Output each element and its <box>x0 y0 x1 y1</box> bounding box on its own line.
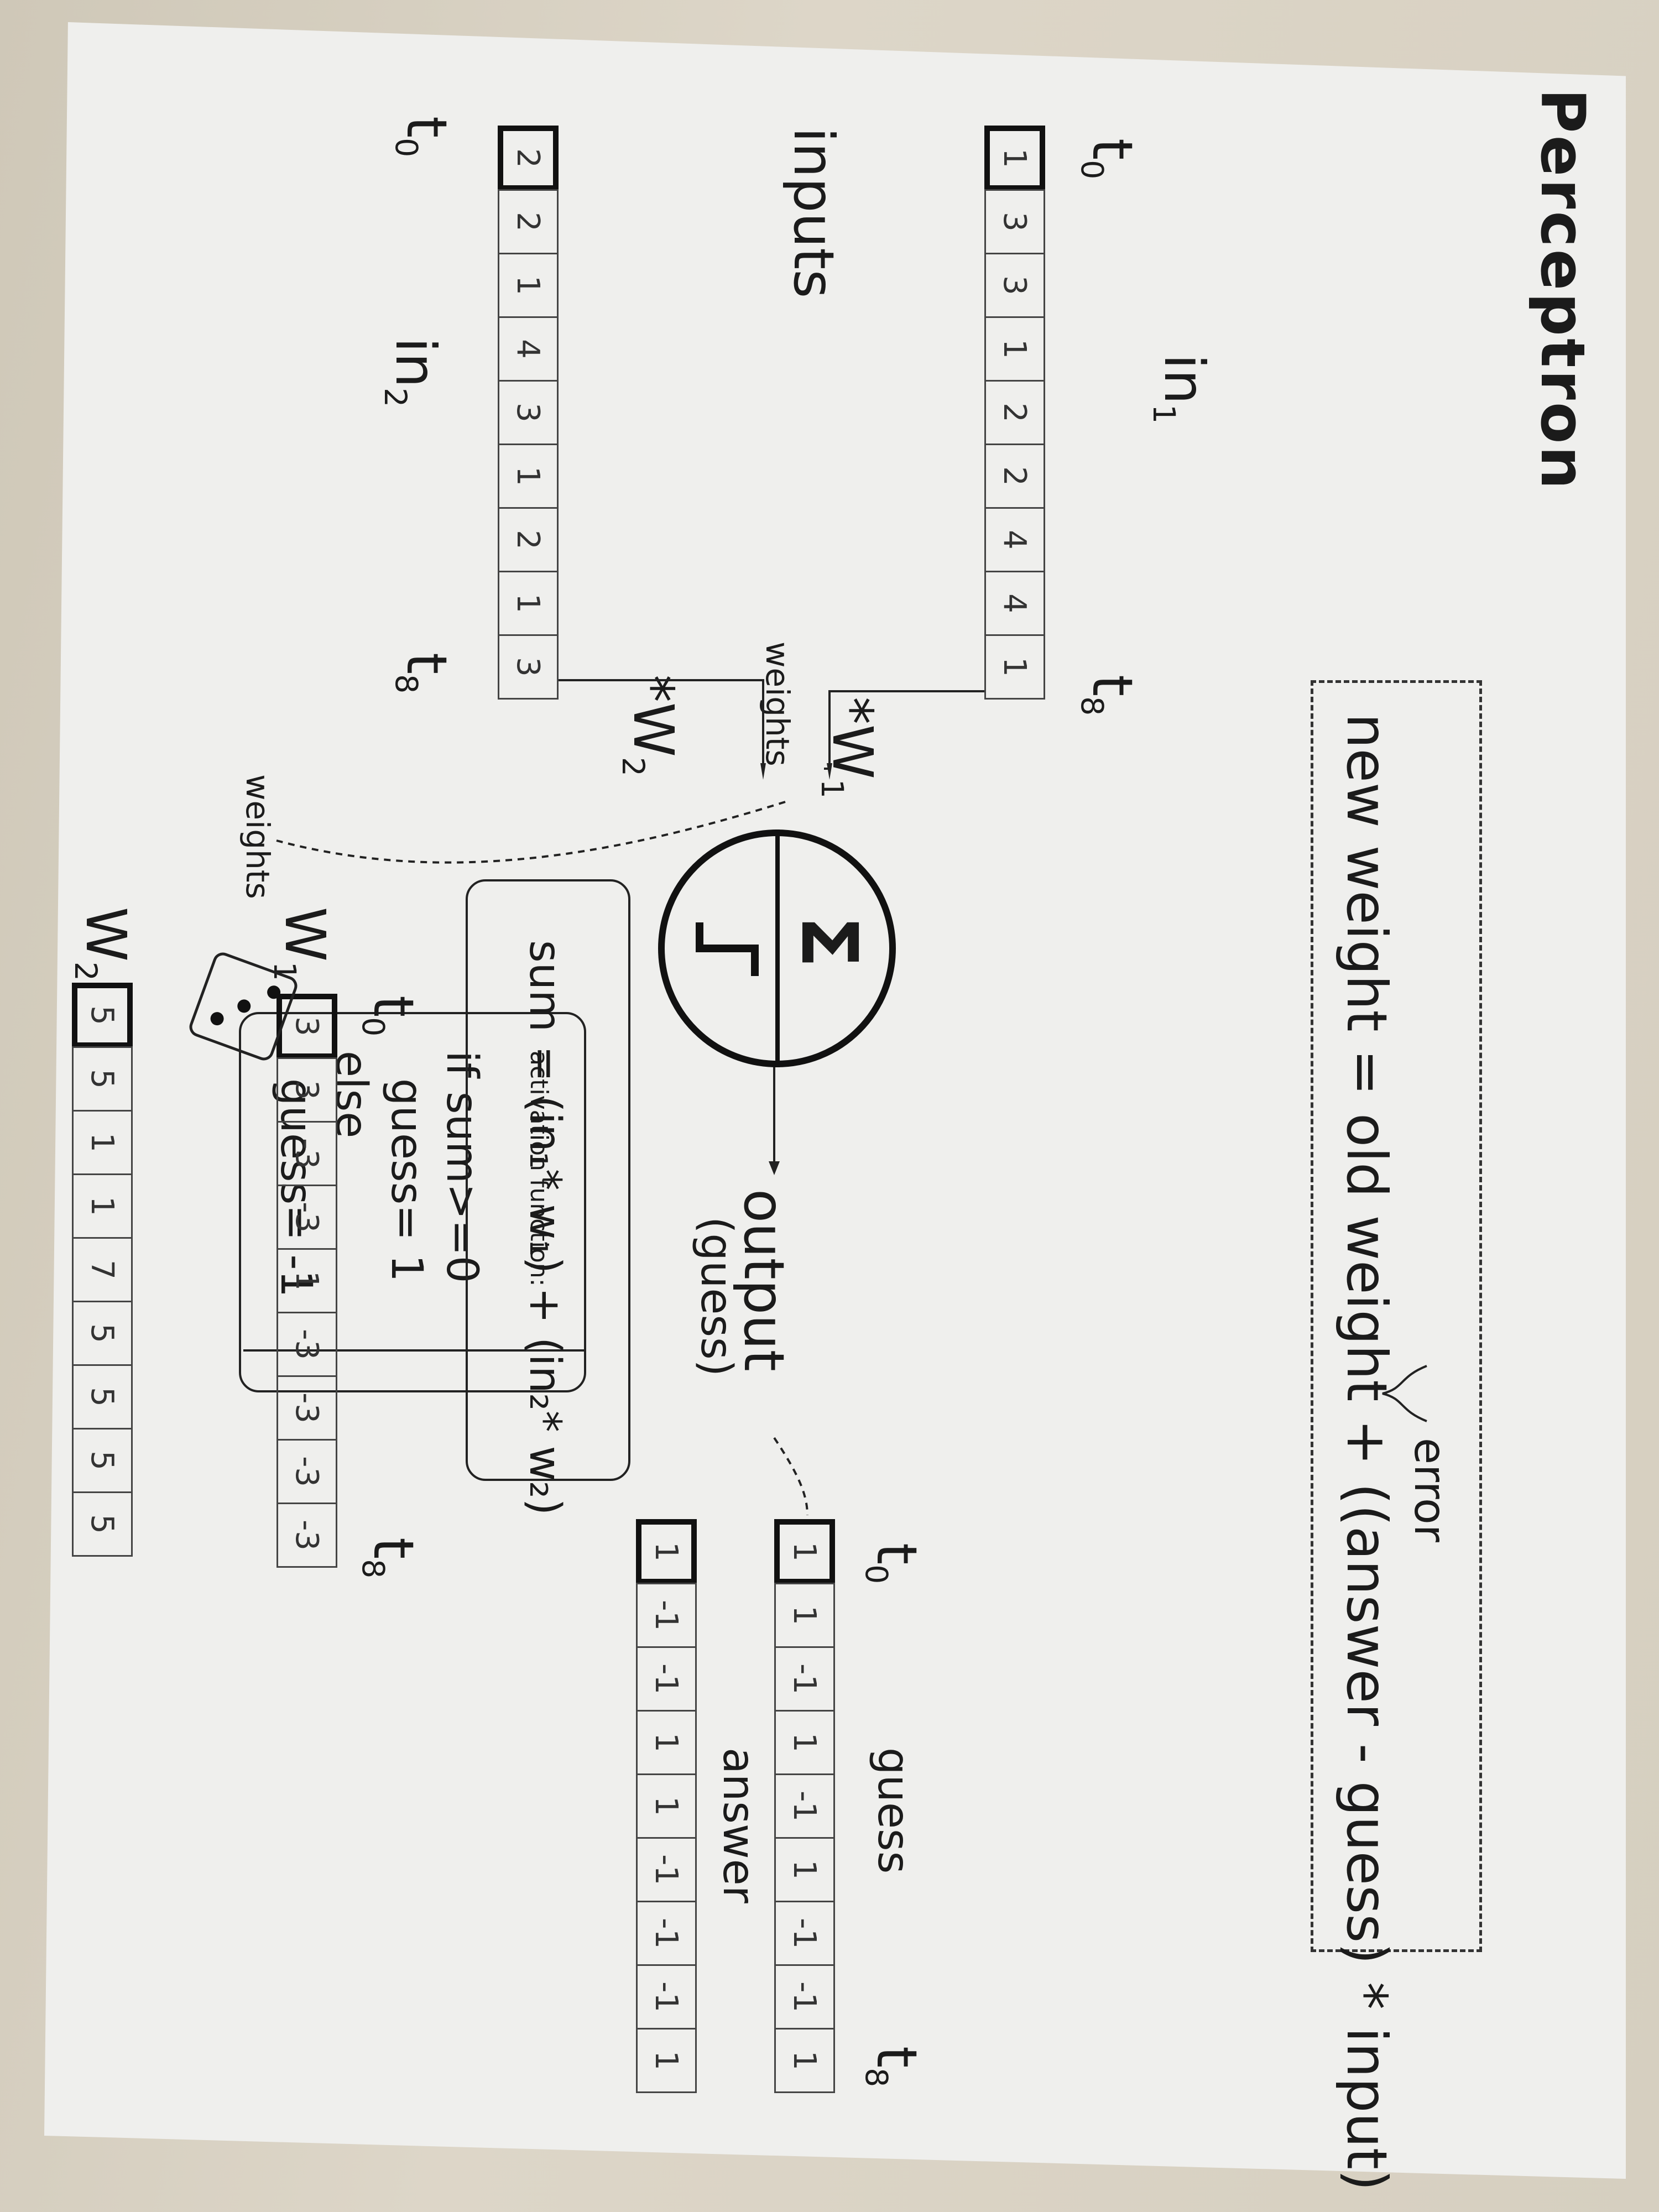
in1-connector <box>824 690 984 770</box>
in2-connector <box>559 679 764 763</box>
in1-arrowhead <box>827 763 832 780</box>
in2-arrowhead <box>760 763 766 780</box>
step-function-icon <box>694 918 760 979</box>
weights-curve <box>276 801 786 864</box>
paper-sheet <box>44 22 1626 2179</box>
output-guess-curve <box>773 1437 808 1516</box>
error-brace <box>1382 1365 1427 1422</box>
output-arrowhead <box>769 1161 780 1175</box>
